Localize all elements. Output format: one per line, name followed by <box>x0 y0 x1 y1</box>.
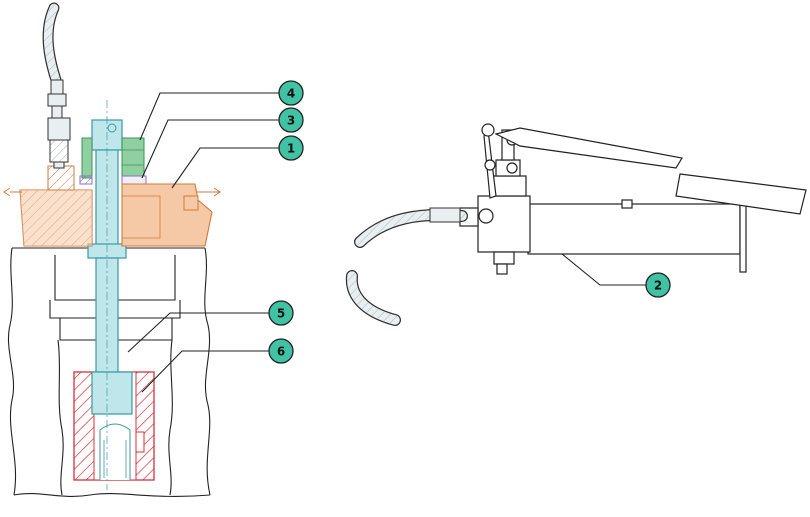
callout-3: 3 <box>278 107 304 133</box>
callout-4: 4 <box>278 80 304 106</box>
leader-1 <box>171 147 279 189</box>
callout-2: 2 <box>645 272 671 298</box>
leader-lines <box>127 92 646 393</box>
callout-1: 1 <box>278 135 304 161</box>
callout-label-1: 1 <box>287 142 295 156</box>
nut <box>81 137 145 179</box>
callout-label-2: 2 <box>654 279 662 293</box>
hydraulic-pump <box>459 123 807 275</box>
callout-label-5: 5 <box>277 307 285 321</box>
leader-5 <box>127 312 269 353</box>
leader-3 <box>141 119 279 179</box>
tensioner-body <box>3 165 221 247</box>
callout-label-4: 4 <box>287 87 295 101</box>
callout-label-6: 6 <box>277 345 285 359</box>
hose-left <box>42 2 71 169</box>
leader-2 <box>561 253 646 286</box>
callout-5: 5 <box>268 300 294 326</box>
stud <box>87 100 133 490</box>
callout-6: 6 <box>268 338 294 364</box>
leader-6 <box>141 350 269 393</box>
hose-pump <box>345 207 468 326</box>
leader-4 <box>139 92 279 141</box>
callout-label-3: 3 <box>287 114 295 128</box>
